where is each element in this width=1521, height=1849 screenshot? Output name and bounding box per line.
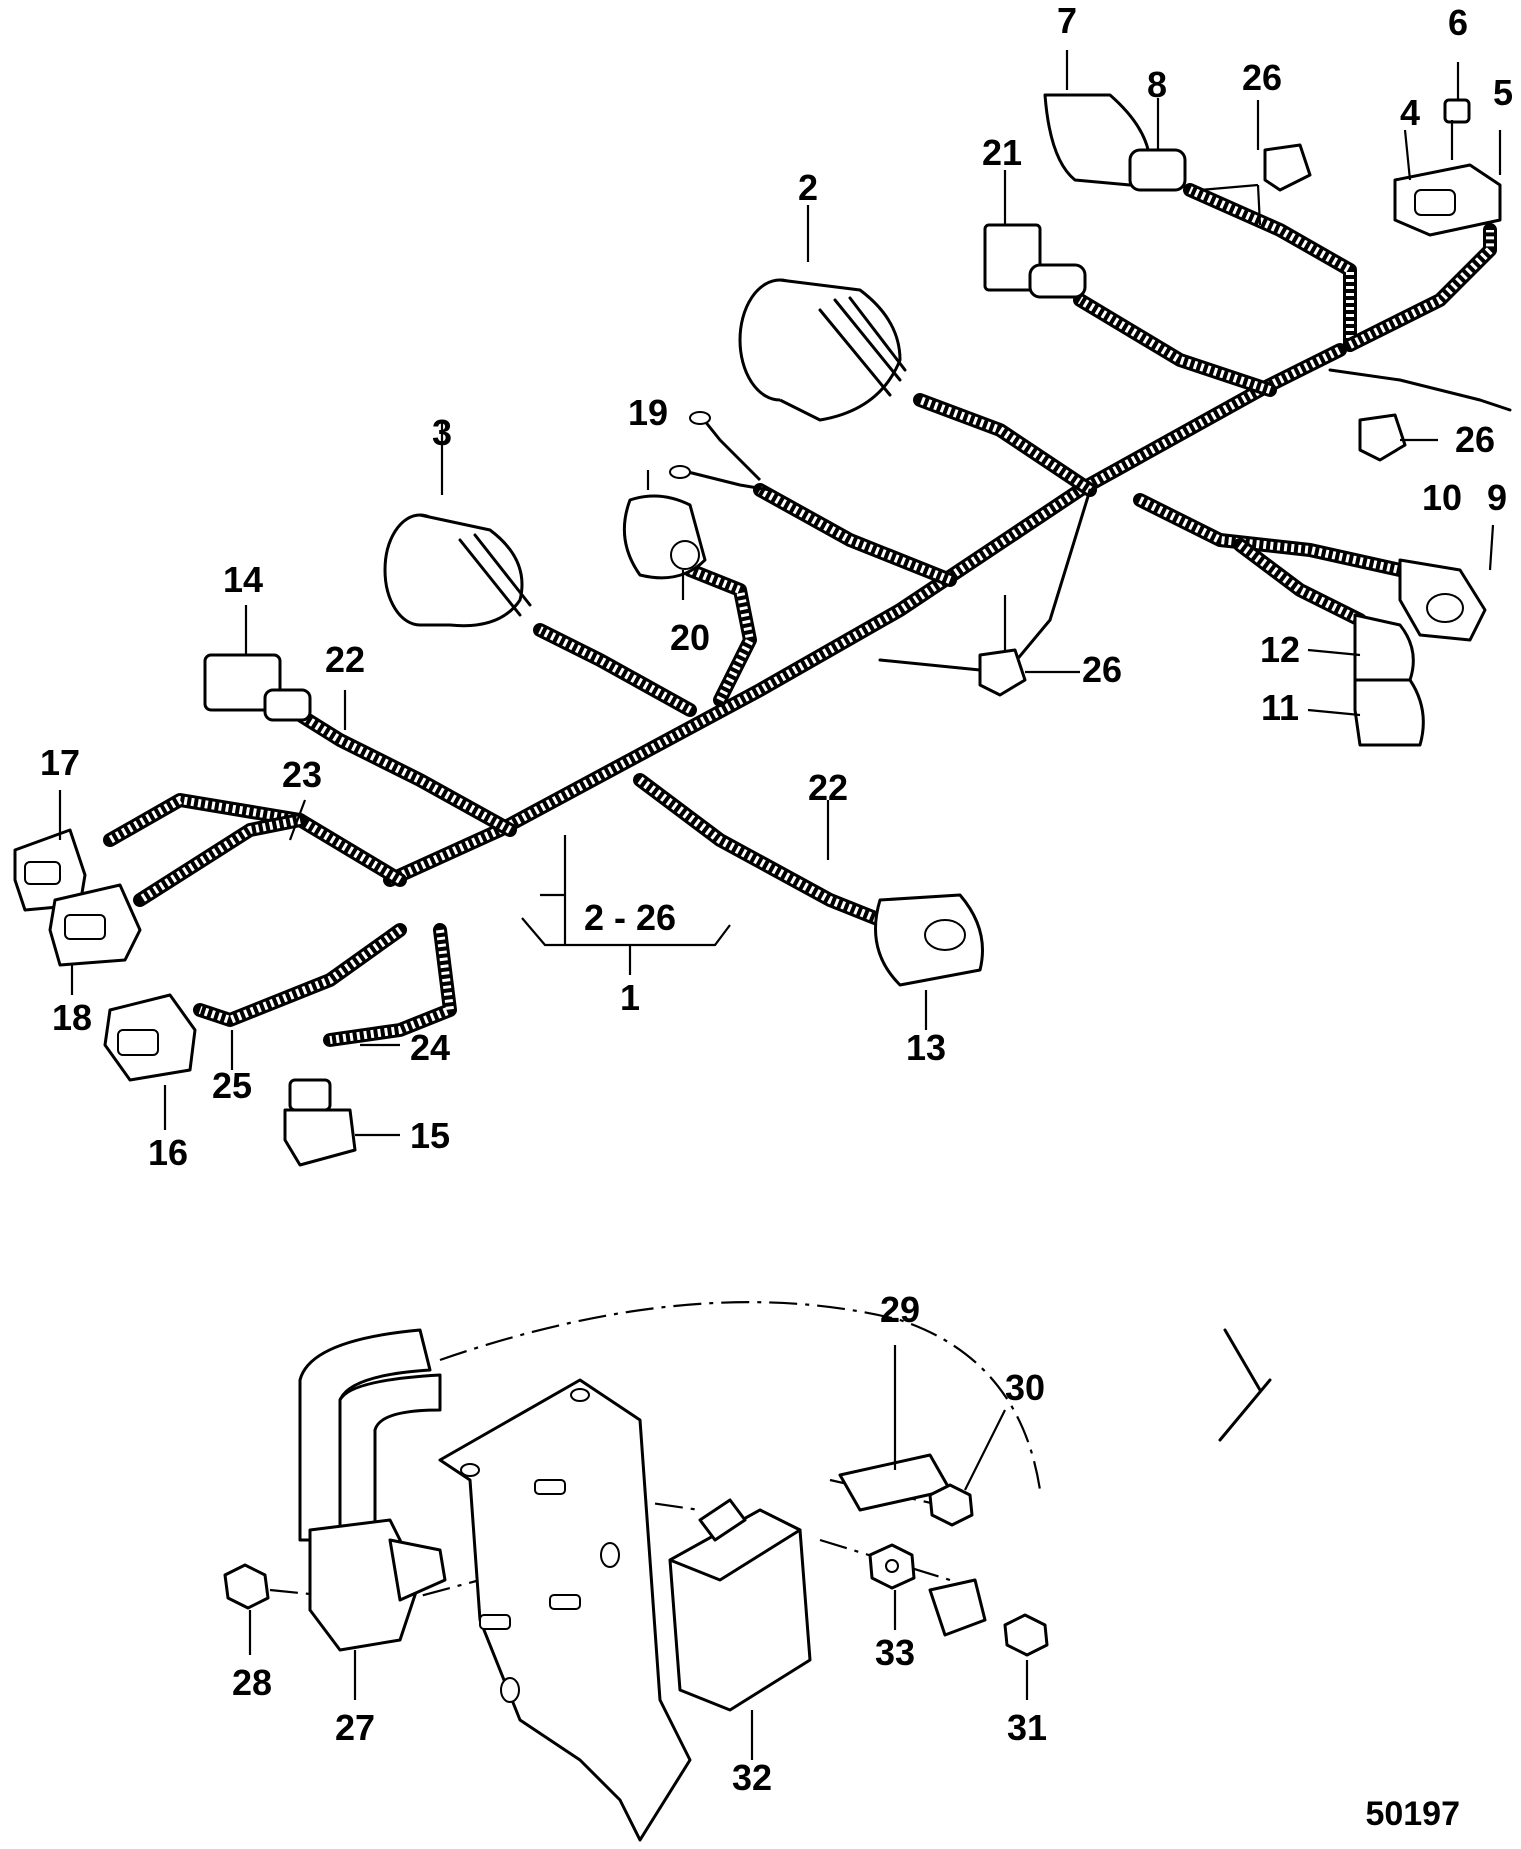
callout-14: 14 [223,559,263,600]
pigtail-terminals [669,411,771,492]
callout-15: 15 [410,1115,450,1156]
figure-number: 50197 [1365,1795,1460,1833]
callout-20: 20 [670,617,710,658]
callout-33: 33 [875,1632,915,1673]
callout-numbers: 1 2 3 4 5 6 7 8 9 10 11 12 13 14 15 16 1… [40,0,1513,1798]
callout-25: 25 [212,1065,252,1106]
callout-11: 11 [1261,687,1299,728]
callout-26b: 26 [1455,419,1495,460]
part-32-module [668,1498,812,1712]
harness-trunk [383,343,1347,887]
callout-27: 27 [335,1707,375,1748]
callout-29: 29 [880,1289,920,1330]
part-27-hose-clamp [298,1328,447,1652]
callout-26c: 26 [1082,649,1122,690]
callout-6: 6 [1448,2,1468,43]
callout-1: 1 [620,977,640,1018]
part-18-connector [48,883,142,967]
callout-3: 3 [432,412,452,453]
harness-branches [103,183,1497,1047]
callout-17: 17 [40,742,80,783]
callout-10: 10 [1422,477,1462,518]
part-9-connector [1398,558,1487,642]
callout-26a: 26 [1242,57,1282,98]
leader-lines [58,50,1502,1760]
callout-12: 12 [1260,629,1300,670]
part-28-nut [223,1563,270,1610]
part-studs [479,1479,581,1630]
part-33-nut [868,1543,916,1590]
part-15-sensor [283,1078,357,1167]
callout-30: 30 [1005,1367,1045,1408]
callout-23: 23 [282,754,322,795]
part-2-round-connector [738,278,907,422]
part-26-clip-right [1358,413,1407,462]
part-31-terminal [928,1578,1049,1657]
part-7-connector [1043,93,1187,192]
callout-19: 19 [628,392,668,433]
callout-9: 9 [1487,477,1507,518]
callout-7: 7 [1057,0,1077,41]
callout-22a: 22 [325,639,365,680]
part-30-nut [928,1483,974,1527]
part-14-connector [203,653,312,722]
group-label: 2 - 26 [584,897,676,938]
callout-32: 32 [732,1757,772,1798]
part-11-12-connector [1353,613,1425,747]
callout-28: 28 [232,1662,272,1703]
callout-16: 16 [148,1132,188,1173]
callout-31: 31 [1007,1707,1047,1748]
callout-24: 24 [410,1027,450,1068]
part-6-cap [1443,98,1471,124]
callout-8: 8 [1147,64,1167,105]
callout-4: 4 [1400,92,1420,133]
part-19-sensor [622,494,707,580]
part-21-connector [983,223,1087,299]
callout-22b: 22 [808,767,848,808]
callout-2: 2 [798,167,818,208]
callout-18: 18 [52,997,92,1038]
part-3-round-connector [383,513,532,628]
callout-13: 13 [906,1027,946,1068]
callout-5: 5 [1493,72,1513,113]
part-4-5-connector [1393,163,1502,237]
part-16-connector [103,993,197,1082]
part-13-connector [874,893,984,987]
callout-21: 21 [982,132,1022,173]
part-26-clip-top [1263,143,1312,192]
part-26-clip-mid [978,648,1027,697]
